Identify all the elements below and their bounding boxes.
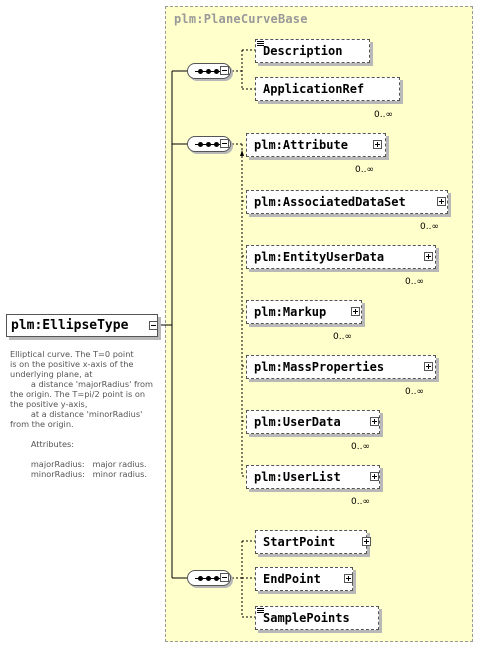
- expand-icon[interactable]: [344, 574, 353, 583]
- element-label: plm:Markup: [254, 305, 327, 319]
- element-entity-user-data[interactable]: plm:EntityUserData: [246, 245, 436, 269]
- expand-icon[interactable]: [351, 307, 360, 316]
- documentation-icon: [257, 608, 264, 614]
- element-attribute[interactable]: plm:Attribute: [246, 133, 386, 157]
- cardinality-label: 0..∞: [374, 110, 393, 120]
- cardinality-label: 0..∞: [333, 332, 352, 342]
- expand-icon[interactable]: [373, 140, 382, 149]
- collapse-icon[interactable]: [149, 321, 158, 330]
- element-end-point[interactable]: EndPoint: [255, 567, 353, 591]
- expand-icon[interactable]: [370, 472, 379, 481]
- documentation-text: Elliptical curve. The T=0 point is on th…: [10, 349, 153, 479]
- cardinality-label: 0..∞: [405, 277, 424, 287]
- element-label: StartPoint: [263, 535, 336, 549]
- element-label: EndPoint: [263, 572, 321, 586]
- element-label: plm:EntityUserData: [254, 250, 385, 264]
- expand-icon[interactable]: [437, 197, 446, 206]
- root-element[interactable]: plm:EllipseType: [6, 314, 158, 337]
- element-label: SamplePoints: [263, 611, 350, 625]
- element-mass-properties[interactable]: plm:MassProperties: [246, 355, 436, 379]
- element-sample-points[interactable]: SamplePoints: [255, 606, 379, 630]
- expand-icon[interactable]: [370, 417, 379, 426]
- element-label: ApplicationRef: [263, 82, 365, 96]
- element-associated-data-set[interactable]: plm:AssociatedDataSet: [246, 190, 448, 214]
- element-label: Description: [263, 44, 343, 58]
- element-description[interactable]: Description: [255, 39, 370, 63]
- collapse-icon[interactable]: [220, 66, 229, 75]
- element-label: plm:UserList: [254, 470, 341, 484]
- expand-icon[interactable]: [424, 362, 433, 371]
- collapse-icon[interactable]: [220, 573, 229, 582]
- element-application-ref[interactable]: ApplicationRef: [255, 77, 400, 101]
- expand-icon[interactable]: [362, 537, 371, 546]
- element-start-point[interactable]: StartPoint: [255, 530, 367, 554]
- expand-icon[interactable]: [424, 252, 433, 261]
- element-label: plm:Attribute: [254, 138, 348, 152]
- element-user-list[interactable]: plm:UserList: [246, 465, 380, 489]
- element-label: plm:UserData: [254, 415, 341, 429]
- cardinality-label: 0..∞: [420, 222, 439, 232]
- collapse-icon[interactable]: [220, 139, 229, 148]
- cardinality-label: 0..∞: [355, 165, 374, 175]
- documentation-icon: [257, 41, 264, 47]
- element-markup[interactable]: plm:Markup: [246, 300, 362, 324]
- base-type-label: plm:PlaneCurveBase: [174, 12, 308, 26]
- cardinality-label: 0..∞: [351, 442, 370, 452]
- element-label: plm:AssociatedDataSet: [254, 195, 406, 209]
- root-element-label: plm:EllipseType: [11, 318, 129, 333]
- cardinality-label: 0..∞: [351, 497, 370, 507]
- element-label: plm:MassProperties: [254, 360, 385, 374]
- element-user-data[interactable]: plm:UserData: [246, 410, 380, 434]
- cardinality-label: 0..∞: [405, 387, 424, 397]
